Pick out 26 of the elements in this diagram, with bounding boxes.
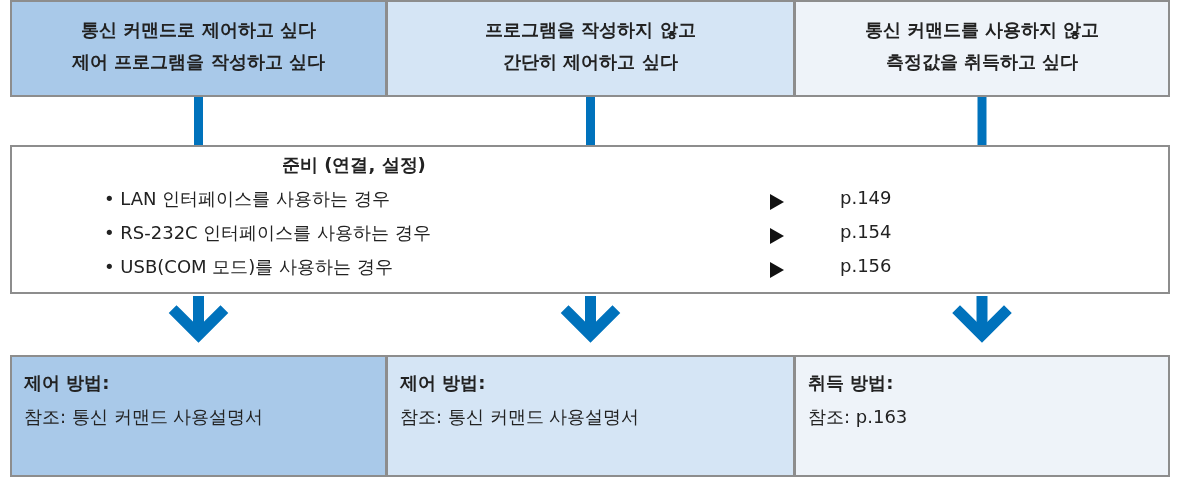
method-text: 참조: p.163 xyxy=(808,405,908,429)
method-box xyxy=(794,355,1170,477)
page-reference: p.149 xyxy=(840,187,892,208)
method-heading: 취득 방법: xyxy=(808,371,894,395)
preparation-box xyxy=(10,145,1170,294)
bullet-item: • USB(COM 모드)를 사용하는 경우 xyxy=(104,255,393,279)
connector-bar xyxy=(194,97,203,145)
method-text: 참조: 통신 커맨드 사용설명서 xyxy=(24,405,264,429)
method-heading: 제어 방법: xyxy=(24,371,110,395)
page-reference: p.154 xyxy=(840,221,892,242)
need-box xyxy=(386,0,795,97)
page-reference: p.156 xyxy=(840,255,892,276)
prep-heading: 준비 (연결, 설정) xyxy=(282,153,426,177)
connector-bar xyxy=(586,97,595,145)
bullet-item: • LAN 인터페이스를 사용하는 경우 xyxy=(104,187,390,211)
method-box xyxy=(10,355,387,477)
need-box xyxy=(794,0,1170,97)
method-text: 참조: 통신 커맨드 사용설명서 xyxy=(400,405,640,429)
bullet-item: • RS-232C 인터페이스를 사용하는 경우 xyxy=(104,221,431,245)
method-heading: 제어 방법: xyxy=(400,371,486,395)
need-text: 통신 커맨드를 사용하지 않고 측정값을 취득하고 싶다 xyxy=(863,18,1101,74)
connector-bar xyxy=(977,97,987,145)
need-text: 통신 커맨드로 제어하고 싶다 제어 프로그램을 작성하고 싶다 xyxy=(71,18,326,74)
method-box xyxy=(386,355,795,477)
need-box xyxy=(10,0,387,97)
need-text: 프로그램을 작성하지 않고 간단히 제어하고 싶다 xyxy=(484,18,697,74)
